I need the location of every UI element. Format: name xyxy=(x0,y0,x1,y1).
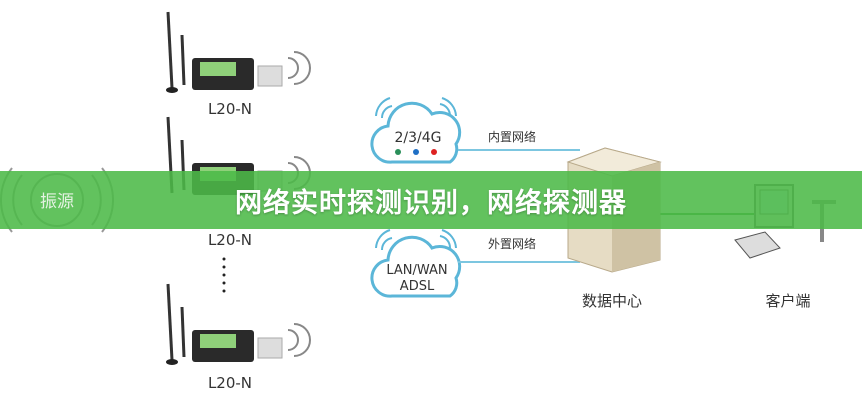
antenna-icon xyxy=(166,11,174,89)
cloud-wired-line1: LAN/WAN xyxy=(386,263,447,278)
cloud-wired-line2: ADSL xyxy=(400,279,435,294)
device-label: L20-N xyxy=(208,374,252,392)
cloud-wired-icon xyxy=(370,229,462,298)
more-devices-dots xyxy=(222,257,226,293)
link-internal-label: 内置网络 xyxy=(488,129,536,144)
client-label: 客户端 xyxy=(765,292,810,310)
device-label: L20-N xyxy=(208,231,252,249)
data-center-label: 数据中心 xyxy=(582,292,642,310)
link-external-label: 外置网络 xyxy=(488,236,536,251)
title-banner: 网络实时探测识别，网络探测器 xyxy=(0,171,862,229)
cloud-mobile-icon xyxy=(370,97,462,164)
cloud-mobile-label: 2/3/4G xyxy=(394,130,441,146)
device-3 xyxy=(166,283,311,365)
device-label: L20-N xyxy=(208,100,252,118)
device-1 xyxy=(166,11,311,93)
banner-title: 网络实时探测识别，网络探测器 xyxy=(235,187,627,219)
